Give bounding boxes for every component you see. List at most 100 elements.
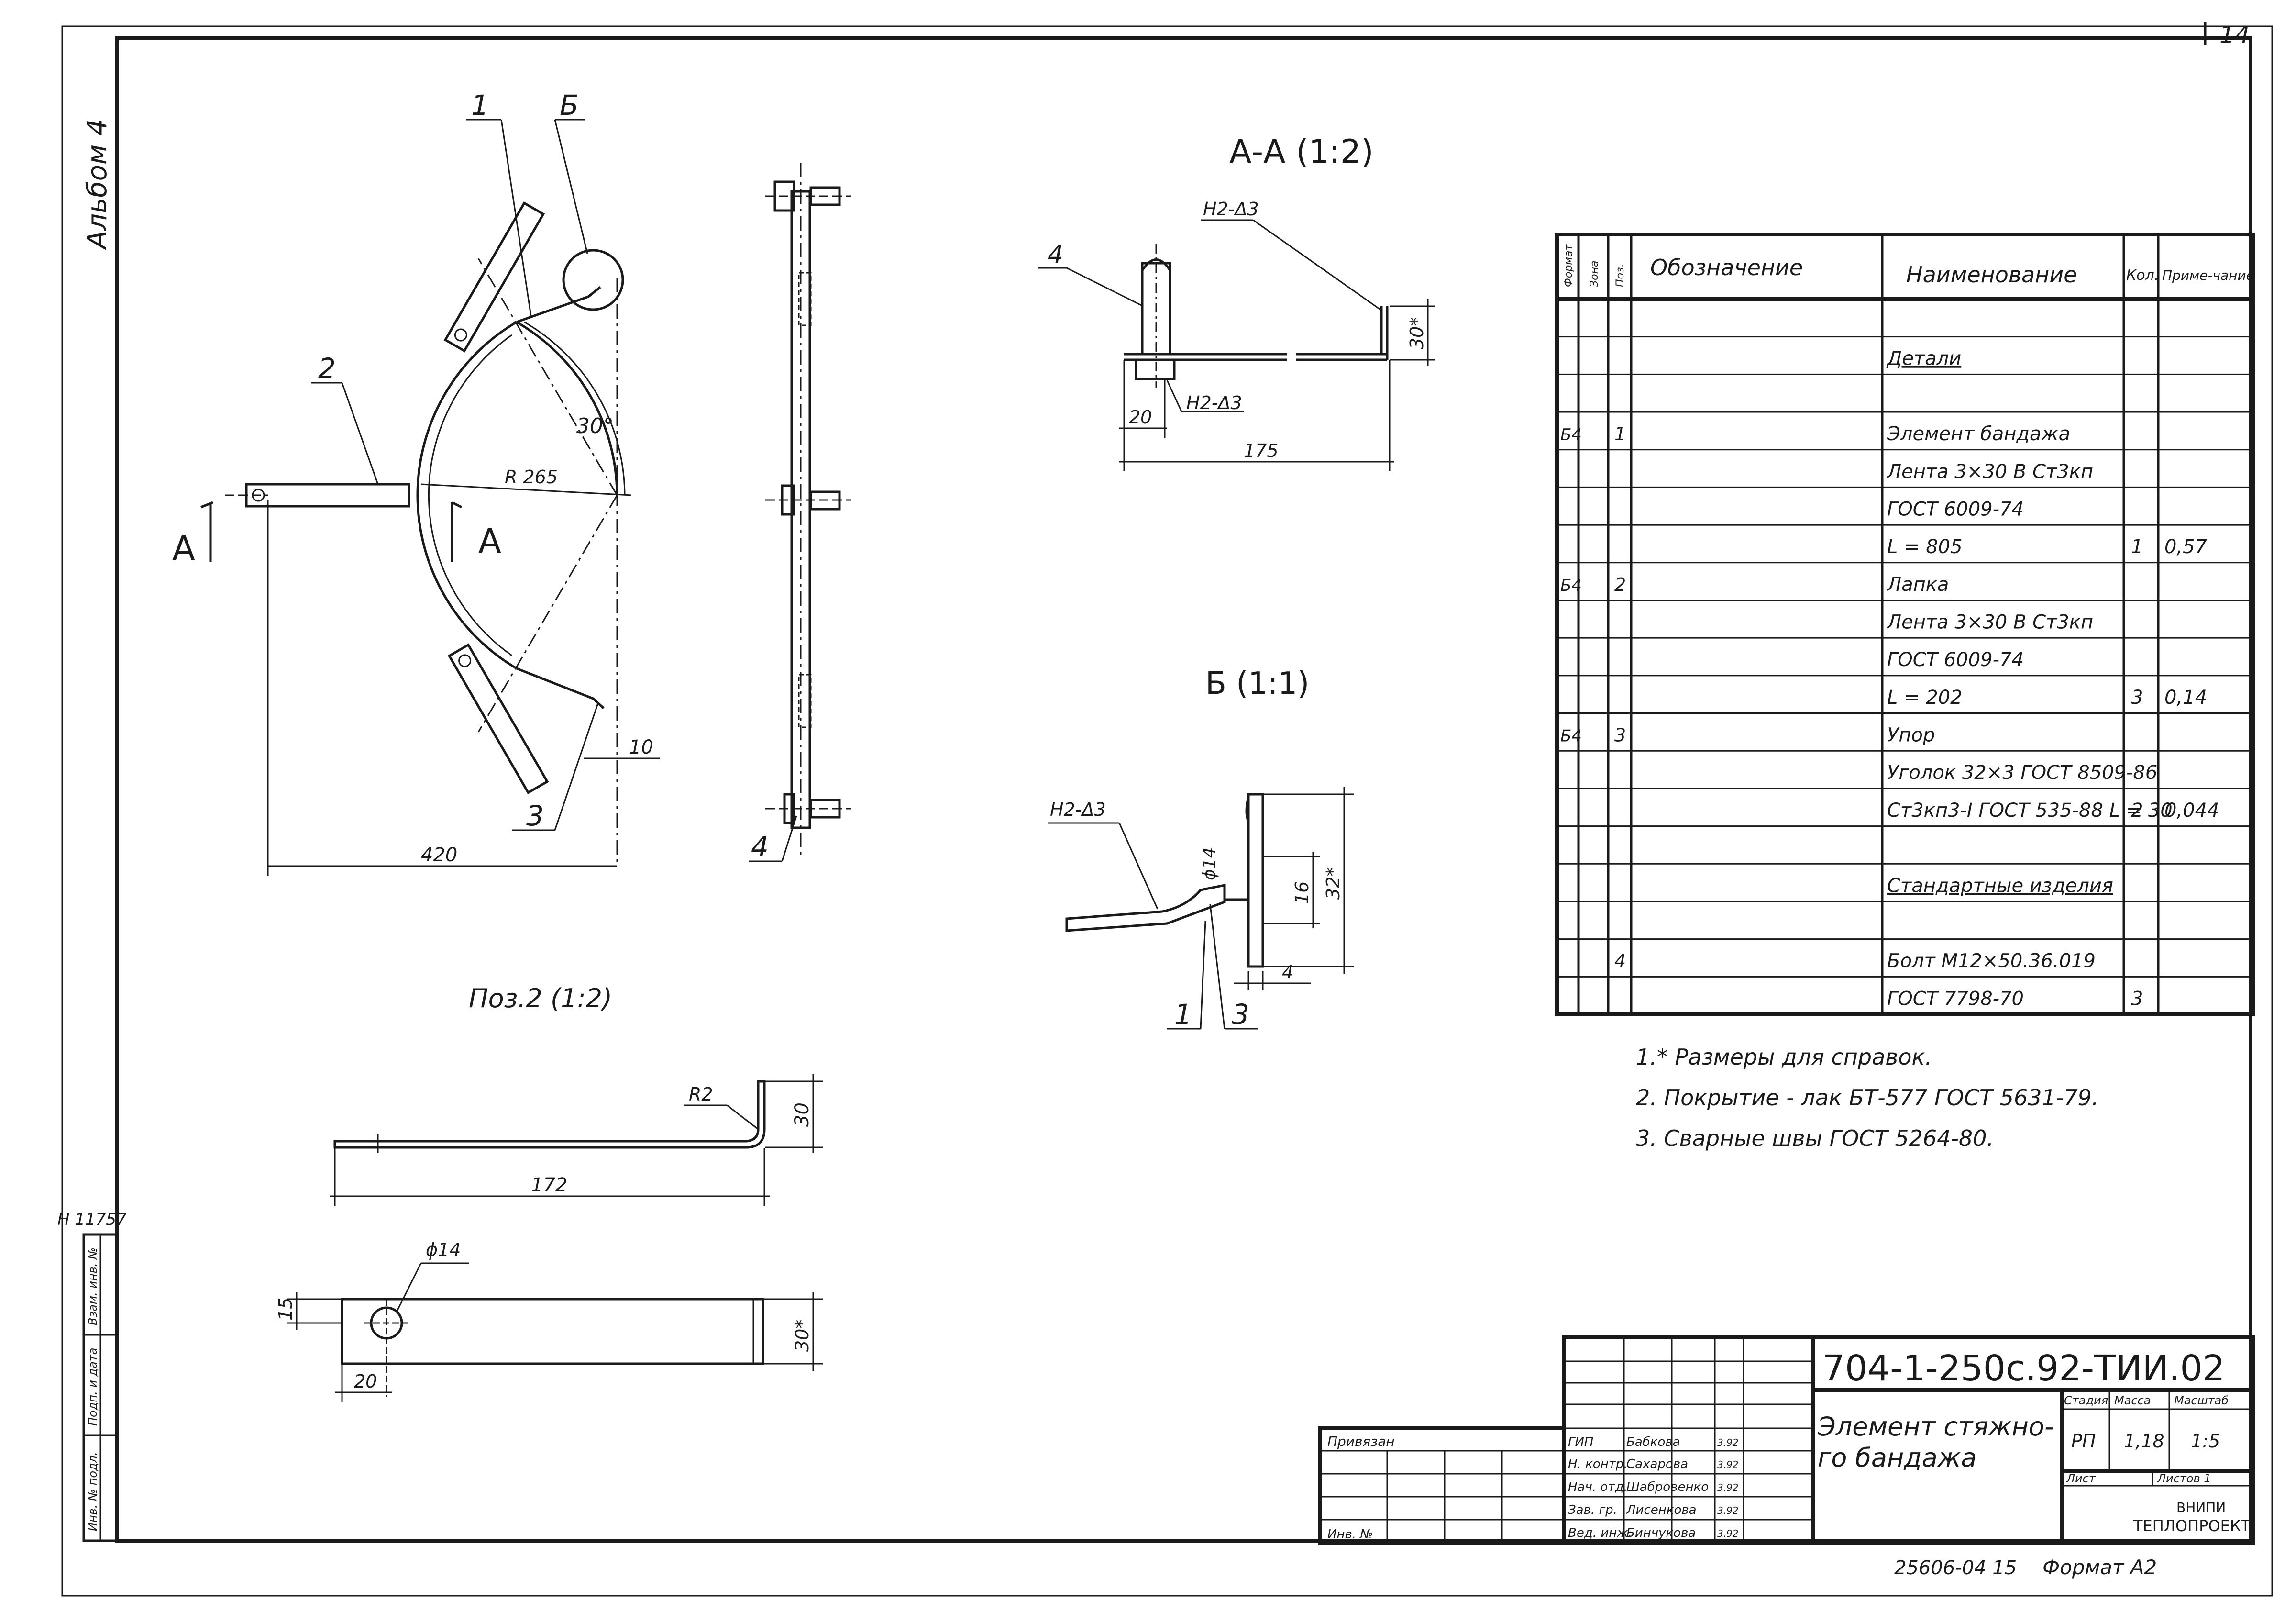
- signature-date: 3.92: [1717, 1437, 1739, 1448]
- row-name: Лапка: [1886, 574, 1949, 596]
- notes: 1.* Размеры для справок. 2. Покрытие - л…: [1636, 1044, 2099, 1151]
- row-position: 1: [1614, 423, 1626, 445]
- svg-text:Подп. и дата: Подп. и дата: [86, 1348, 99, 1426]
- svg-text:1:5: 1:5: [2191, 1431, 2220, 1452]
- row-note: 0,57: [2164, 536, 2208, 558]
- svg-text:Взам. инв. №: Взам. инв. №: [86, 1247, 99, 1325]
- svg-text:Н2-Δ3: Н2-Δ3: [1050, 799, 1106, 820]
- svg-text:РП: РП: [2071, 1431, 2096, 1452]
- signature-name: Сахарова: [1626, 1457, 1688, 1471]
- signature-date: 3.92: [1717, 1505, 1739, 1516]
- main-view: 1 Б 2 3 30° R 265 А А 420 10: [172, 89, 660, 876]
- svg-text:30*: 30*: [792, 1320, 813, 1352]
- svg-text:16: 16: [1292, 881, 1313, 904]
- svg-text:Зона: Зона: [1589, 261, 1601, 287]
- svg-text:А: А: [478, 522, 501, 561]
- format-label: Формат А2: [2042, 1556, 2157, 1579]
- svg-text:Обозначение: Обозначение: [1650, 255, 1803, 280]
- row-name: ГОСТ 7798-70: [1887, 988, 2024, 1010]
- svg-text:30°: 30°: [576, 414, 614, 438]
- signature-name: Лисенкова: [1626, 1503, 1697, 1517]
- svg-text:175: 175: [1244, 440, 1279, 461]
- section-aa: А-А (1:2) 4 Н2-Δ3 Н2-Δ3 20 175 30*: [1038, 133, 1435, 471]
- row-name: ГОСТ 6009-74: [1887, 649, 2024, 671]
- svg-text:Кол.: Кол.: [2126, 267, 2159, 284]
- svg-text:Стадия: Стадия: [2064, 1394, 2108, 1407]
- svg-text:Лист: Лист: [2066, 1472, 2096, 1485]
- svg-text:Элемент стяжно-: Элемент стяжно-: [1817, 1412, 2053, 1442]
- svg-text:R 265: R 265: [505, 467, 558, 488]
- svg-text:Масса: Масса: [2114, 1394, 2151, 1407]
- title-block: 704-1-250с.92-ТИИ.02 Элемент стяжно- го …: [1318, 1335, 2255, 1545]
- drawing-frame: [115, 36, 2252, 1543]
- signature-role: Нач. отд.: [1568, 1480, 1628, 1494]
- svg-text:Приме-чание: Приме-чание: [2162, 267, 2254, 283]
- row-format: Б4: [1560, 727, 1582, 746]
- row-note: 0,044: [2164, 800, 2219, 822]
- svg-text:20: 20: [1129, 407, 1152, 428]
- order-number: 25606-04 15: [1894, 1557, 2017, 1579]
- svg-text:Поз.: Поз.: [1614, 264, 1626, 287]
- row-position: 4: [1614, 951, 1626, 972]
- svg-text:Н2-Δ3: Н2-Δ3: [1186, 392, 1242, 413]
- svg-text:3. Сварные швы ГОСТ 5264-80.: 3. Сварные швы ГОСТ 5264-80.: [1636, 1125, 1994, 1151]
- row-name: Уголок 32×3 ГОСТ 8509-86: [1887, 762, 2157, 784]
- svg-text:Б (1:1): Б (1:1): [1205, 666, 1309, 701]
- signature-name: Бинчукова: [1626, 1526, 1696, 1540]
- signature-name: Шабровенко: [1626, 1480, 1709, 1494]
- signature-role: ГИП: [1568, 1435, 1594, 1449]
- spec-table: Формат Зона Поз. Обозначение Наименовани…: [1555, 233, 2255, 1016]
- row-format: Б4: [1560, 576, 1582, 595]
- signature-name: Бабкова: [1626, 1435, 1680, 1449]
- svg-text:Привязан: Привязан: [1327, 1434, 1395, 1449]
- svg-text:420: 420: [421, 844, 457, 866]
- row-qty: 3: [2131, 687, 2143, 709]
- row-name: L = 202: [1887, 687, 1963, 709]
- row-name: Лента 3×30 В Ст3кп: [1886, 611, 2093, 633]
- svg-text:ϕ14: ϕ14: [1200, 847, 1219, 880]
- row-qty: 1: [2131, 536, 2143, 558]
- side-view: 4: [749, 163, 851, 863]
- signature-date: 3.92: [1717, 1528, 1739, 1539]
- svg-text:Б: Б: [560, 89, 579, 122]
- svg-text:Листов 1: Листов 1: [2157, 1472, 2211, 1485]
- row-name: Упор: [1887, 724, 1935, 746]
- svg-text:ВНИПИ: ВНИПИ: [2176, 1500, 2226, 1515]
- sheet-number: 14: [2219, 21, 2250, 49]
- svg-text:32*: 32*: [1323, 867, 1344, 900]
- svg-text:Инв. № подл.: Инв. № подл.: [86, 1452, 99, 1531]
- svg-text:А: А: [172, 529, 195, 568]
- detail-b: Б (1:1) Н2-Δ3 ϕ14 16 32* 4 1 3: [1048, 666, 1354, 1031]
- row-name: Элемент бандажа: [1887, 423, 2070, 445]
- svg-text:2: 2: [318, 352, 336, 385]
- signature-role: Н. контр.: [1568, 1457, 1628, 1471]
- outer-frame: [61, 25, 2273, 1597]
- svg-text:го бандажа: го бандажа: [1818, 1443, 1976, 1473]
- svg-text:30: 30: [791, 1102, 813, 1127]
- svg-text:30*: 30*: [1406, 317, 1427, 349]
- row-name: Болт М12×50.36.019: [1887, 950, 2096, 972]
- svg-text:172: 172: [531, 1174, 567, 1196]
- signature-role: Зав. гр.: [1568, 1503, 1617, 1517]
- svg-text:Поз.2 (1:2): Поз.2 (1:2): [469, 983, 612, 1013]
- svg-text:3: 3: [1232, 998, 1249, 1031]
- svg-text:3: 3: [526, 800, 544, 832]
- svg-text:4: 4: [1048, 241, 1063, 269]
- pos2-view: Поз.2 (1:2) R2 172 30 ϕ14 15 20: [275, 983, 823, 1402]
- svg-text:10: 10: [629, 736, 653, 758]
- signature-date: 3.92: [1717, 1482, 1739, 1493]
- row-qty: 2: [2131, 800, 2143, 822]
- svg-text:ϕ14: ϕ14: [426, 1239, 461, 1260]
- row-name: Стандартные изделия: [1887, 875, 2113, 897]
- svg-text:Масштаб: Масштаб: [2174, 1394, 2229, 1407]
- svg-text:R2: R2: [689, 1084, 713, 1105]
- svg-text:4: 4: [751, 831, 769, 863]
- svg-text:1: 1: [1174, 998, 1192, 1031]
- svg-text:704-1-250с.92-ТИИ.02: 704-1-250с.92-ТИИ.02: [1822, 1348, 2225, 1389]
- row-qty: 3: [2131, 988, 2143, 1010]
- svg-text:1: 1: [471, 89, 489, 122]
- svg-text:1.* Размеры для справок.: 1.* Размеры для справок.: [1636, 1044, 1932, 1070]
- row-format: Б4: [1560, 425, 1582, 445]
- row-note: 0,14: [2164, 687, 2207, 709]
- signature-date: 3.92: [1717, 1459, 1739, 1470]
